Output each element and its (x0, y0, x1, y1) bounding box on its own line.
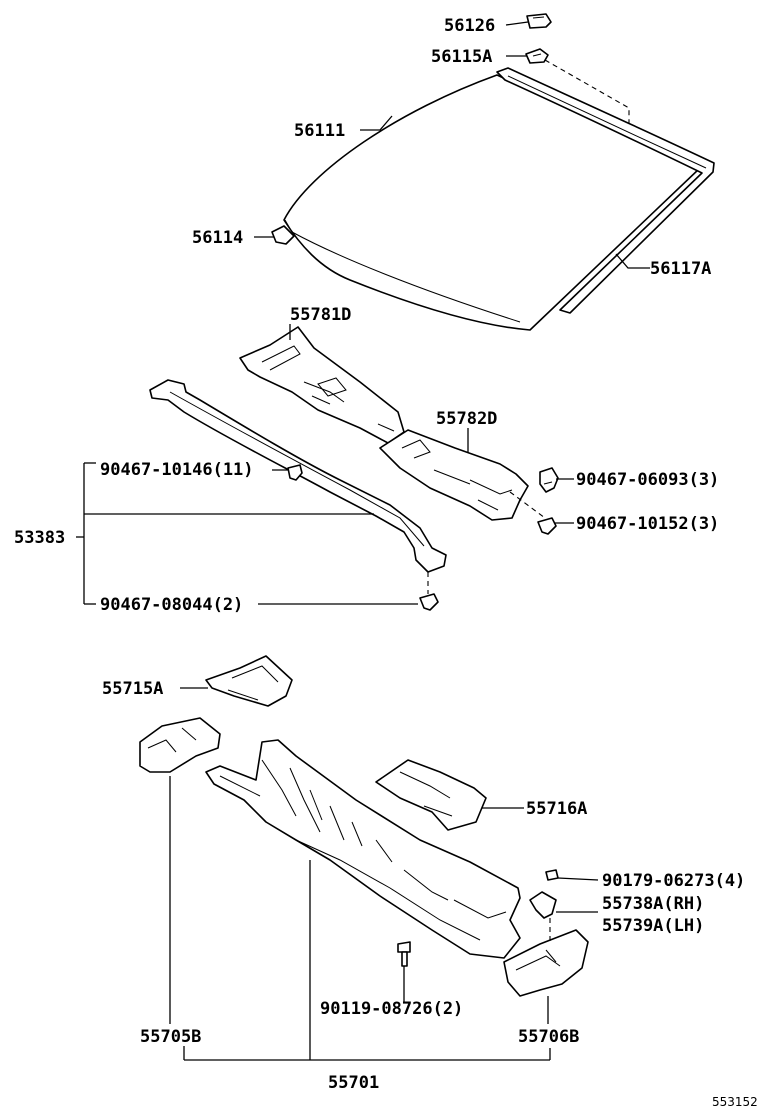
clip-90467-08044 (419, 593, 439, 611)
label-56111: 56111 (294, 121, 345, 141)
label-55781d: 55781D (290, 305, 351, 325)
weatherstrip-56117a (496, 67, 715, 314)
side-panel-55705b (139, 717, 221, 773)
label-90467-08044: 90467-08044(2) (100, 595, 243, 615)
label-55701: 55701 (328, 1073, 379, 1093)
label-55716a: 55716A (526, 799, 587, 819)
clip-56126 (526, 13, 552, 29)
cowl-louver-55781d (239, 326, 405, 444)
windshield-glass-56111 (283, 74, 701, 331)
label-90467-06093: 90467-06093(3) (576, 470, 719, 490)
side-panel-55706b (503, 929, 589, 997)
label-55782d: 55782D (436, 409, 497, 429)
dash-55782d (509, 491, 546, 519)
label-90119-08726: 90119-08726(2) (320, 999, 463, 1019)
bolt-90179-06273 (545, 869, 559, 881)
cowl-panel-55701 (205, 739, 521, 959)
brace-55715a (205, 655, 293, 707)
label-90467-10152: 90467-10152(3) (576, 514, 719, 534)
label-53383: 53383 (14, 528, 65, 548)
brace-55716a (375, 759, 487, 831)
label-56126: 56126 (444, 16, 495, 36)
clip-90467-06093 (539, 467, 559, 493)
label-55705b: 55705B (140, 1027, 201, 1047)
leader-lines (76, 21, 650, 1061)
label-56117a: 56117A (650, 259, 711, 279)
diagram-id: 553152 (712, 1095, 758, 1109)
cowl-louver-55782d (379, 429, 529, 521)
label-90467-10146: 90467-10146(11) (100, 460, 254, 480)
stopper-56115a (525, 48, 549, 64)
label-55739a: 55739A(LH) (602, 916, 704, 936)
bracket-55738a-55739a (529, 891, 557, 919)
bolt-90119-08726 (397, 941, 411, 967)
label-55715a: 55715A (102, 679, 163, 699)
label-90179-06273: 90179-06273(4) (602, 871, 745, 891)
label-55706b: 55706B (518, 1027, 579, 1047)
label-56115a: 56115A (431, 47, 492, 67)
seal-53383 (149, 379, 447, 573)
label-56114: 56114 (192, 228, 243, 248)
clip-90467-10146 (287, 464, 303, 481)
clip-90467-10152 (537, 517, 557, 535)
spacer-56114 (271, 225, 295, 245)
label-55738a: 55738A(RH) (602, 894, 704, 914)
